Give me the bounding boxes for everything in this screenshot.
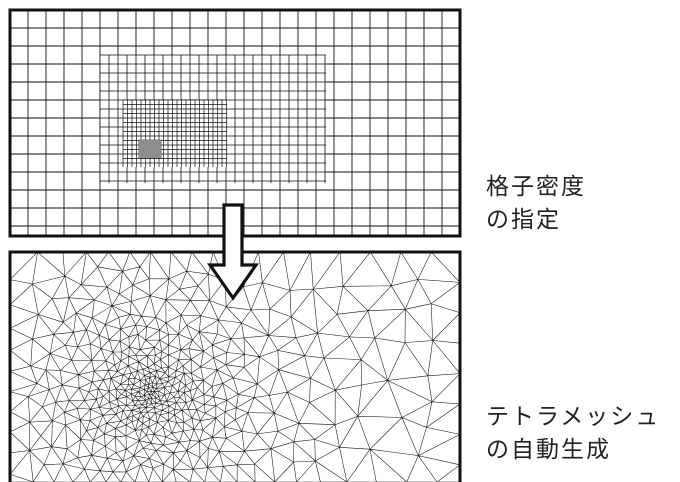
finest-grid (138, 139, 162, 159)
fine-grid (122, 99, 227, 167)
grid-density-caption: 格子密度 の指定 (486, 171, 586, 237)
caption-line: 格子密度 (486, 174, 586, 200)
caption-line: の指定 (486, 207, 561, 233)
caption-line: の自動生成 (486, 437, 611, 463)
down-arrow-icon (206, 203, 260, 301)
caption-line: テトラメッシュ (486, 404, 661, 430)
tetra-mesh-caption: テトラメッシュ の自動生成 (486, 401, 660, 467)
grid-density-panel (8, 8, 462, 238)
